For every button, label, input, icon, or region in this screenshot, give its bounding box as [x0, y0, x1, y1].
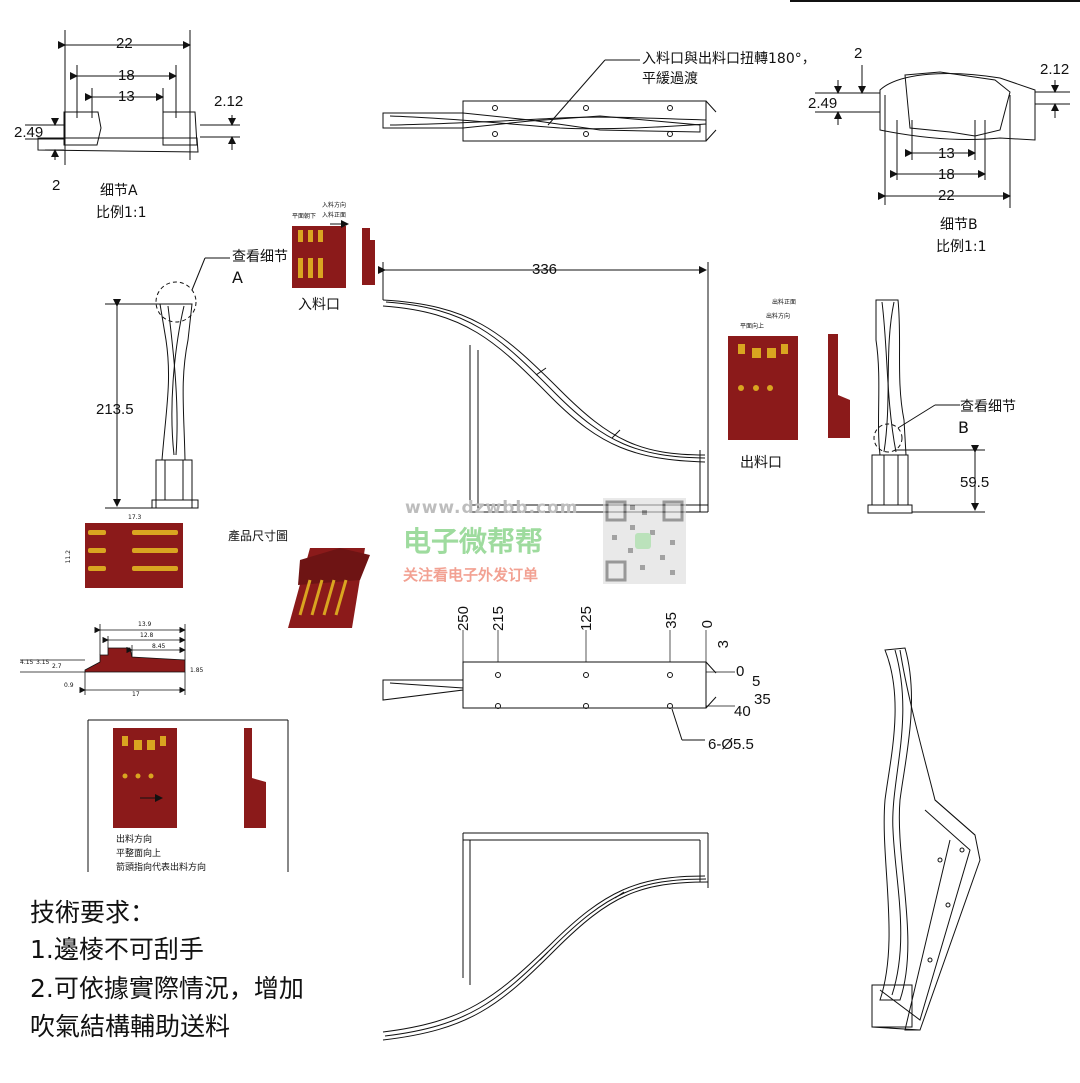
hole-plan-drawing	[382, 630, 735, 741]
bottom-mirror-view	[382, 832, 709, 1041]
isometric-view	[871, 647, 981, 1031]
detail-a-dim-13: 13	[118, 88, 135, 105]
profile-dim-13-9: 13.9	[138, 621, 152, 628]
profile-dim-3-15: 3.15	[36, 659, 50, 666]
hole-x-tick-125: 125	[578, 606, 595, 632]
detail-b-drawing	[815, 65, 1070, 208]
hole-callout: 6-Ø5.5	[708, 736, 754, 753]
product-drawing-label: 產品尺寸圖	[228, 529, 289, 543]
view-a-letter: A	[232, 268, 243, 287]
output-direction-frame	[87, 719, 289, 872]
detail-a-dim-2: 2	[52, 177, 61, 194]
output-box-line-1: 出料方向	[116, 835, 153, 845]
tech-req-item-1: 1.邊棱不可刮手	[30, 935, 204, 964]
profile-dim-8-45: 8.45	[152, 643, 166, 650]
profile-dim-2-7: 2.7	[52, 663, 62, 670]
detail-a-dim-2-12: 2.12	[214, 93, 244, 110]
watermark-brand: 电子微帮帮	[403, 525, 544, 558]
inlet-small-label-2: 入料方向	[322, 202, 347, 209]
profile-dim-17: 17	[132, 691, 140, 698]
tech-req-title: 技術要求：	[30, 898, 156, 927]
hole-x-tick-250: 250	[455, 606, 472, 632]
front-s-curve-view	[378, 262, 709, 513]
watermark-slogan: 关注看电子外发订单	[403, 566, 539, 584]
product-dim-width: 17.3	[128, 514, 142, 521]
detail-b-dim-2: 2	[854, 45, 863, 62]
twist-plan-view	[382, 59, 717, 142]
product-profile-drawing	[20, 624, 186, 695]
watermark-url: www.dzwbb.com	[405, 498, 579, 518]
twist-note-line-1: 入料口與出料口扭轉180°，	[642, 51, 816, 67]
detail-b-dim-22: 22	[938, 187, 955, 204]
outlet-label: 出料口	[740, 455, 782, 471]
hole-x-tick-35: 35	[663, 612, 680, 629]
twist-note-line-2: 平緩過渡	[642, 71, 698, 87]
view-b-label: 查看细节	[960, 399, 1016, 415]
detail-b-dim-2-49: 2.49	[808, 95, 838, 112]
hole-y-tick-5: 5	[752, 673, 761, 690]
outlet-small-label-3: 平面向上	[740, 323, 765, 330]
red-part-sketches	[85, 220, 850, 828]
profile-dim-1-85: 1.85	[190, 667, 204, 674]
side-height-dim: 213.5	[96, 401, 134, 418]
output-box-line-2: 平整面向上	[116, 849, 162, 859]
hole-y-tick-40: 40	[734, 703, 751, 720]
profile-dim-0-9: 0.9	[64, 682, 74, 689]
detail-a-dim-22: 22	[116, 35, 133, 52]
right-side-view	[867, 299, 985, 514]
hole-y-tick-0: 0	[736, 663, 745, 680]
detail-b-dim-18: 18	[938, 166, 955, 183]
detail-b-dim-2-12: 2.12	[1040, 61, 1070, 78]
detail-a-dim-18: 18	[118, 67, 135, 84]
view-a-label: 查看细节	[232, 249, 288, 265]
product-dim-height: 11.2	[65, 550, 72, 564]
detail-b-dim-13: 13	[938, 145, 955, 162]
detail-a-title: 细节A	[100, 183, 138, 199]
hole-y-tick-35: 35	[754, 691, 771, 708]
hole-y-tick-3: 3	[715, 640, 732, 649]
hole-x-tick-215: 215	[490, 606, 507, 632]
outlet-small-label-2: 出料方向	[766, 313, 791, 320]
inlet-label: 入料口	[298, 297, 340, 313]
profile-dim-4-15: 4.15	[20, 659, 34, 666]
tech-req-item-2: 2.可依據實際情況，增加	[30, 974, 304, 1003]
inlet-small-label-3: 入料正面	[322, 212, 347, 219]
inlet-small-label-1: 平面朝下	[292, 213, 317, 220]
detail-a-dim-2-49: 2.49	[14, 124, 44, 141]
view-b-letter: B	[958, 418, 969, 437]
profile-dim-12-8: 12.8	[140, 632, 154, 639]
tech-req-item-3: 吹氣結構輔助送料	[30, 1012, 231, 1041]
detail-b-scale: 比例1:1	[936, 239, 987, 255]
front-length-dim: 336	[532, 261, 558, 278]
watermark-qr	[603, 498, 686, 584]
outlet-small-label-1: 出料正面	[772, 299, 797, 306]
detail-a-drawing	[25, 30, 240, 165]
detail-b-title: 细节B	[940, 217, 978, 233]
right-height-dim: 59.5	[960, 474, 990, 491]
left-side-view	[105, 257, 230, 509]
detail-a-scale: 比例1:1	[96, 205, 147, 221]
output-box-line-3: 箭頭指向代表出料方向	[116, 863, 207, 873]
hole-x-tick-0: 0	[699, 620, 716, 629]
